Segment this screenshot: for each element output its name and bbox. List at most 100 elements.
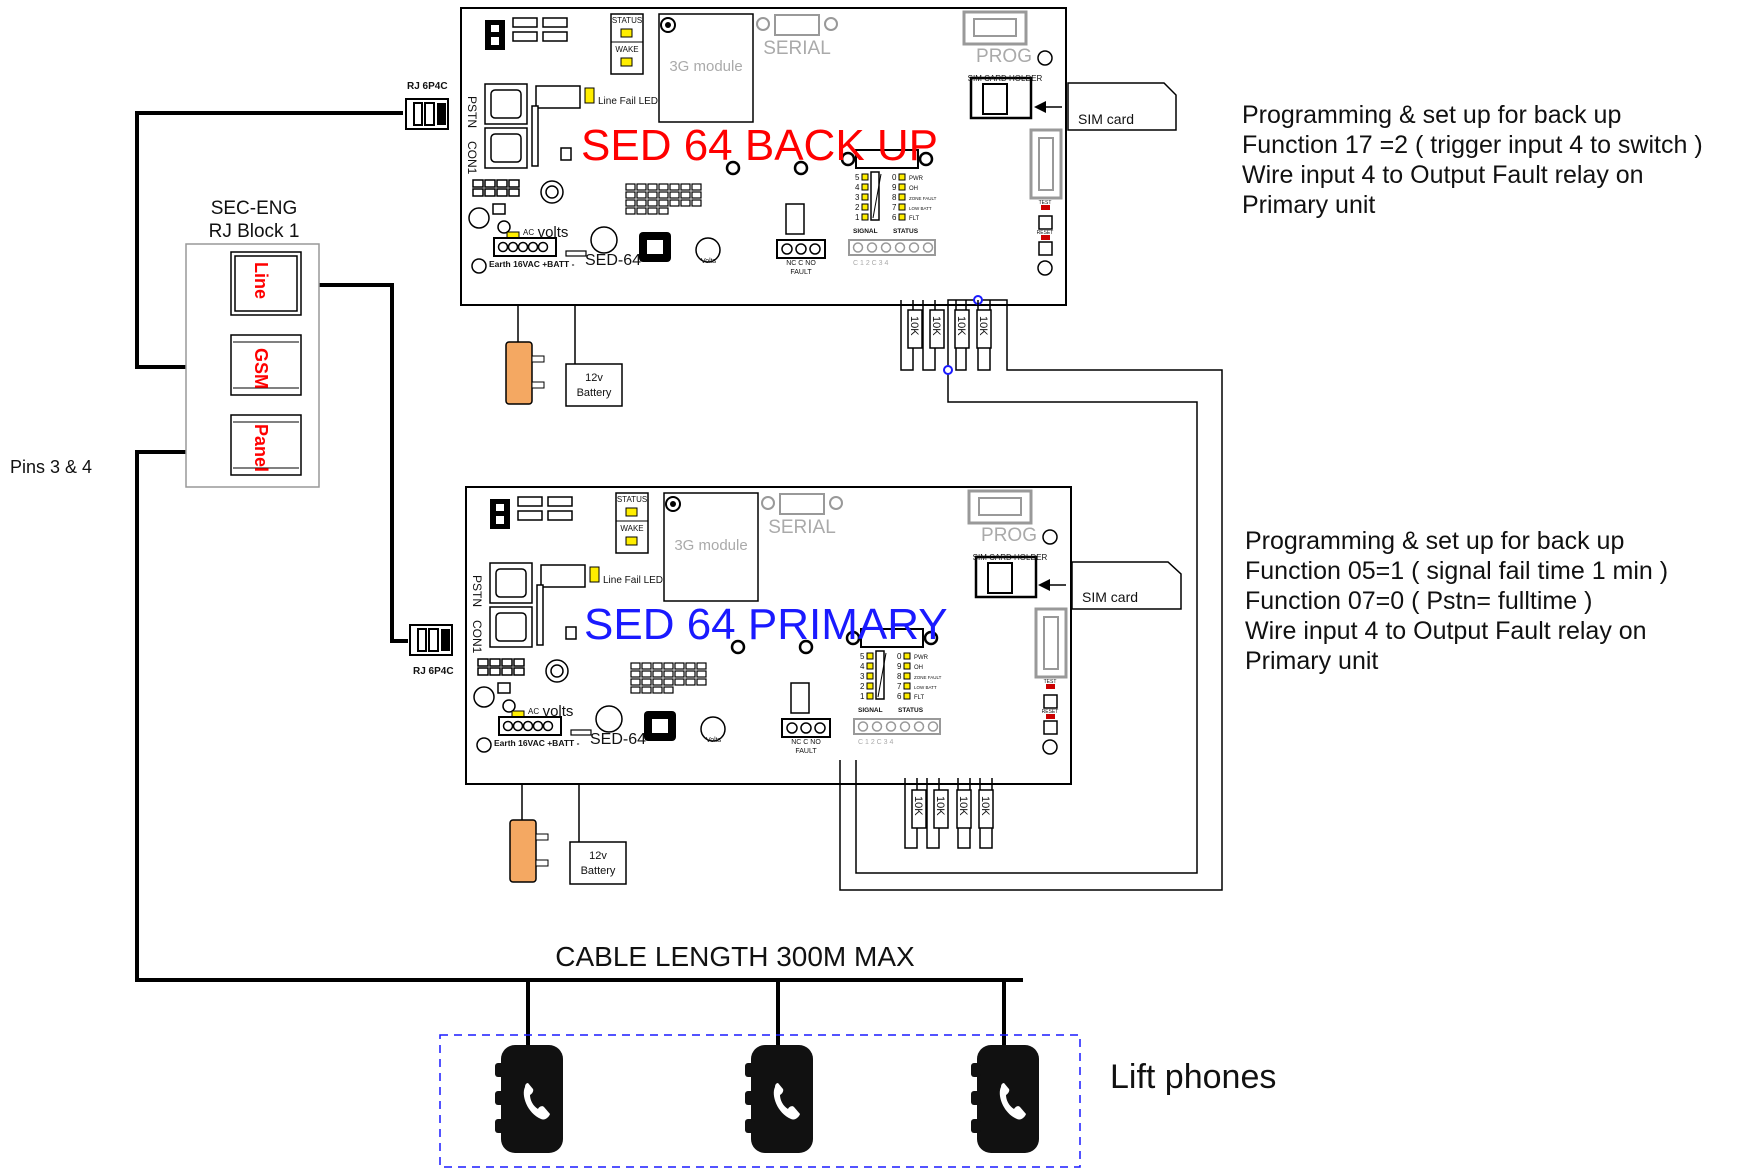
resistor-label: 10K <box>908 316 920 336</box>
prog-label: PROG <box>981 525 1037 546</box>
primary-programming-notes: Programming & set up for back up Functio… <box>1245 526 1668 676</box>
con1-label: CON1 <box>470 620 484 654</box>
status-label: STATUS <box>612 16 642 25</box>
board-primary: STATUS WAKE 3G module SERIAL PROG SIM CA… <box>464 485 1073 786</box>
status-number: 9 <box>892 183 897 192</box>
resistor-label: 10K <box>957 796 969 816</box>
rj-port-gsm[interactable] <box>230 334 302 396</box>
fault-label: FAULT <box>795 748 817 755</box>
battery-label-1: 12v <box>585 372 603 384</box>
board-title-primary: SED 64 PRIMARY <box>584 600 948 649</box>
board-title-backup: SED 64 BACK UP <box>581 121 938 170</box>
pstn-label: PSTN <box>470 575 484 607</box>
rj-port-line[interactable] <box>230 251 302 316</box>
status-number: 7 <box>897 682 902 691</box>
status-number: 8 <box>897 672 902 681</box>
rj-port-label-gsm: GSM <box>251 348 271 389</box>
signal-number: 1 <box>855 213 860 222</box>
sim-card-label: SIM card <box>1078 111 1134 127</box>
status-group-label: STATUS <box>893 228 919 235</box>
model-label: SED-64 <box>585 252 641 269</box>
serial-label: SERIAL <box>768 517 836 538</box>
sim-card-primary: SIM card <box>1038 561 1182 610</box>
reset-label: RESET <box>1042 709 1059 715</box>
rj-block-title-1: SEC-ENG <box>211 198 298 219</box>
pins-label: Pins 3 & 4 <box>10 457 92 477</box>
note-line: Function 07=0 ( Pstn= fulltime ) <box>1245 587 1593 615</box>
lift-phone-icon <box>495 1045 563 1153</box>
note-line: Programming & set up for back up <box>1242 101 1622 129</box>
note-line: Wire input 4 to Output Fault relay on <box>1242 161 1644 189</box>
status-led-label: ZONE FAULT <box>909 196 937 201</box>
serial-label: SERIAL <box>763 38 831 59</box>
fault-label: FAULT <box>790 269 812 276</box>
battery-primary: 12v Battery <box>569 784 627 885</box>
lift-phones-label: Lift phones <box>1110 1058 1276 1096</box>
fault-wires <box>839 299 1223 891</box>
resistor-label: 10K <box>934 796 946 816</box>
sim-holder-label: SIM CARD HOLDER <box>973 553 1048 562</box>
phone-drops <box>526 980 1006 1045</box>
resistor-label: 10K <box>930 316 942 336</box>
test-label: TEST <box>1039 200 1052 206</box>
rj-port-panel[interactable] <box>230 414 302 476</box>
rj-connector-primary: RJ 6P4C <box>409 624 454 677</box>
signal-label: SIGNAL <box>858 707 883 714</box>
status-number: 6 <box>892 213 897 222</box>
backup-programming-notes: Programming & set up for back up Functio… <box>1242 100 1703 220</box>
rj-label-primary: RJ 6P4C <box>413 666 454 677</box>
status-led-label: PWR <box>909 176 924 182</box>
resistor-label: 10K <box>912 796 924 816</box>
status-led-label: OH <box>909 186 918 192</box>
battery-backup: 12v Battery <box>565 306 623 407</box>
status-led-label: PWR <box>914 655 929 661</box>
battery-label-2: Battery <box>577 387 612 399</box>
note-line: Function 17 =2 ( trigger input 4 to swit… <box>1242 131 1703 159</box>
lift-phones-zone <box>439 1034 1081 1168</box>
sim-card-backup: SIM card <box>1034 82 1177 131</box>
rj-block-title-2: RJ Block 1 <box>209 221 300 242</box>
status-led-label: FLT <box>909 216 920 222</box>
status-number: 0 <box>897 652 902 661</box>
test-label: TEST <box>1044 679 1057 685</box>
volts-label: volts <box>538 224 569 241</box>
status-led-label: LOW BATT <box>914 685 937 690</box>
fault-terminal-label: NC C NO <box>786 260 816 267</box>
signal-number: 2 <box>855 203 860 212</box>
module-label: 3G module <box>674 537 747 554</box>
status-led-label: OH <box>914 665 923 671</box>
rj-label-backup: RJ 6P4C <box>407 81 448 92</box>
signal-number: 4 <box>855 183 860 192</box>
signal-number: 2 <box>860 682 865 691</box>
rj-connector-backup: RJ 6P4C <box>405 81 449 130</box>
board-backup: STATUS WAKE 3G module SERIAL PROG SIM CA… <box>459 6 1068 307</box>
power-plug-backup <box>505 306 545 405</box>
resistor-bodies-backup: 10K 10K 10K 10K <box>907 309 992 349</box>
resistor-label: 10K <box>955 316 967 336</box>
ac-label: AC <box>528 707 539 716</box>
battery-label-1: 12v <box>589 850 607 862</box>
line-fail-label: Line Fail LED <box>603 575 663 586</box>
cable-length-label: CABLE LENGTH 300M MAX <box>555 941 915 972</box>
fault-terminal-label: NC C NO <box>791 739 821 746</box>
sim-holder-label: SIM CARD HOLDER <box>968 74 1043 83</box>
signal-number: 5 <box>855 173 860 182</box>
signal-number: 1 <box>860 692 865 701</box>
pstn-label: PSTN <box>465 96 479 128</box>
model-label: SED-64 <box>590 731 646 748</box>
status-led-label: LOW BATT <box>909 206 932 211</box>
rj-port-label-panel: Panel <box>251 424 271 472</box>
signal-number: 3 <box>855 193 860 202</box>
wake-label: WAKE <box>620 524 643 533</box>
signal-label: SIGNAL <box>853 228 878 235</box>
junction-dot <box>943 365 953 375</box>
reset-label: RESET <box>1037 230 1054 236</box>
lift-phone-icon <box>971 1045 1039 1153</box>
volts-label: volts <box>543 703 574 720</box>
status-label: STATUS <box>617 495 647 504</box>
module-label: 3G module <box>669 58 742 75</box>
prog-label: PROG <box>976 46 1032 67</box>
volts-small-label: Volts <box>701 258 717 265</box>
status-led-label: FLT <box>914 695 925 701</box>
